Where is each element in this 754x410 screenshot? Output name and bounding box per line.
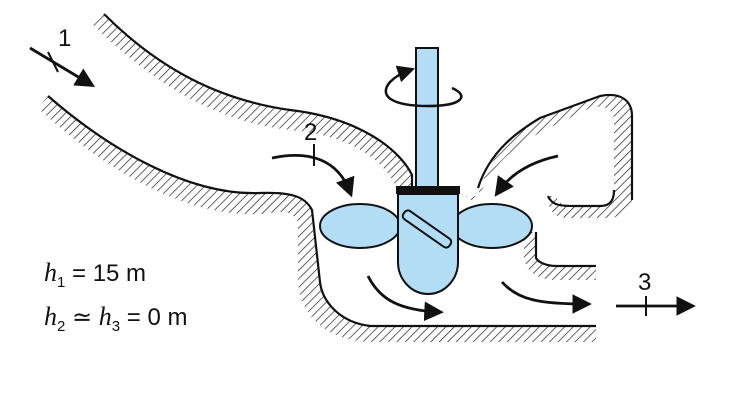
eq2-subscript-b: 3: [111, 317, 121, 335]
scroll-flow-arrow: [494, 154, 559, 197]
eq1-variable: h: [44, 258, 57, 287]
draft-flow-arrow-left: [366, 275, 444, 322]
casing-outlines: [47, 13, 634, 328]
hub-slot: [401, 209, 453, 249]
turbine-runner: [319, 47, 533, 296]
station-label-3: 3: [638, 269, 651, 296]
eq1-relation: = 15 m: [65, 260, 147, 287]
station-ticks: [47, 51, 647, 316]
eq2-subscript-a: 2: [57, 317, 66, 335]
inlet-arrow: [29, 46, 96, 88]
casing-walls: [38, 14, 632, 342]
turbine-shaft: [415, 47, 439, 189]
rotation-arrow: [384, 65, 463, 108]
lower-intake-wall: [38, 96, 312, 222]
head-equation-1: h1 = 15 m: [44, 258, 146, 291]
runner-blade-right: [451, 203, 533, 249]
head-equation-2: h2 ≃ h3 = 0 m: [44, 302, 188, 335]
station-label-2: 2: [304, 119, 317, 146]
bowl-wall-left: [298, 222, 596, 342]
eq2-variable-a: h: [44, 302, 57, 331]
draft-flow-arrow-right: [500, 281, 592, 314]
flow-arrows: [29, 46, 696, 322]
shaft-collar: [396, 186, 460, 194]
upper-intake-wall: [92, 14, 412, 196]
runner-blade-left: [319, 203, 401, 249]
eq1-subscript: 1: [57, 273, 66, 291]
eq2-variable-b: h: [98, 302, 112, 331]
eq2-relation-b: = 0 m: [120, 304, 188, 331]
station-label-1: 1: [58, 25, 71, 52]
eq2-relation-a: ≃: [65, 304, 99, 331]
runner-shelf: [524, 232, 596, 280]
intake-flow-arrow: [271, 154, 355, 198]
scroll-casing-wall: [466, 94, 632, 218]
